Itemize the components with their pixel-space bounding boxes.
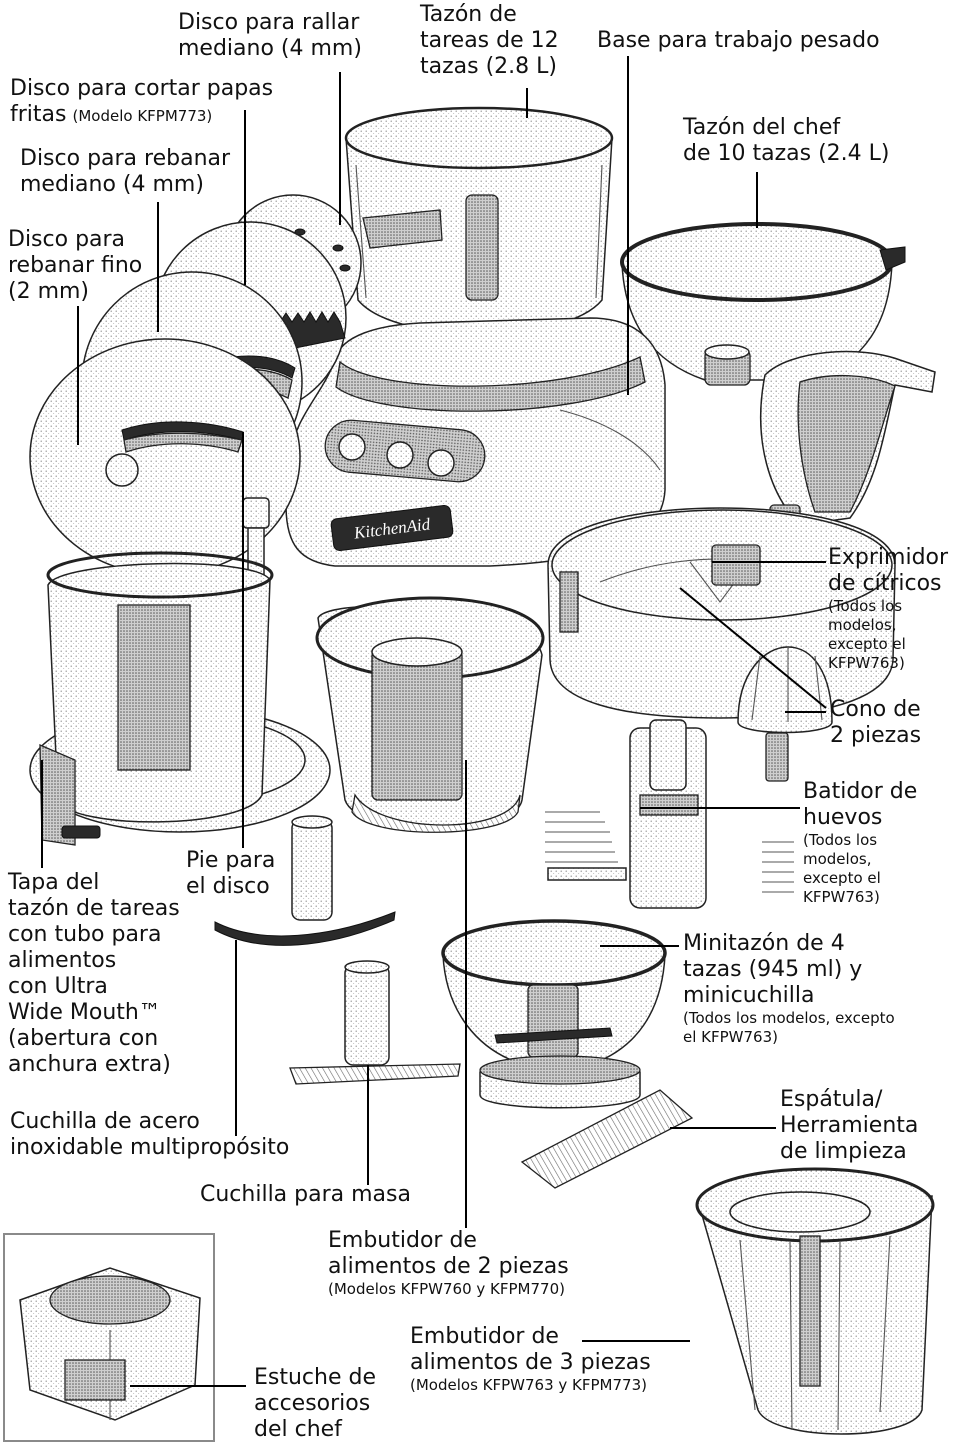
label-line: del chef: [254, 1417, 376, 1443]
dough-blade: [290, 961, 460, 1084]
label-disco-rebanar-mediano: Disco para rebanar mediano (4 mm): [20, 146, 230, 198]
label-note: KFPW763): [828, 654, 948, 673]
label-line: (abertura con: [8, 1026, 180, 1052]
label-line: con Ultra: [8, 974, 180, 1000]
label-note: (Todos los: [803, 831, 917, 850]
label-line: Embutidor de: [410, 1324, 651, 1350]
label-line: con tubo para: [8, 922, 180, 948]
label-exprimidor: Exprimidor de cítricos (Todos los modelo…: [828, 545, 948, 673]
label-line: Tazón de: [420, 2, 559, 28]
label-estuche: Estuche de accesorios del chef: [254, 1365, 376, 1443]
label-line: alimentos de 3 piezas: [410, 1350, 651, 1376]
chef-accessory-case: [4, 1234, 214, 1441]
label-embutidor-2: Embutidor de alimentos de 2 piezas (Mode…: [328, 1228, 569, 1299]
label-note: (Todos los: [828, 597, 948, 616]
knob-icon: [387, 442, 413, 468]
label-line: (2 mm): [8, 279, 142, 305]
egg-whip: [545, 720, 794, 908]
label-line: Wide Mouth™: [8, 1000, 180, 1026]
label-line: Cuchilla de acero: [10, 1109, 289, 1135]
label-line-text: fritas: [10, 102, 66, 127]
food-pusher-3-piece: [697, 1169, 933, 1434]
label-line: accesorios: [254, 1391, 376, 1417]
label-base: Base para trabajo pesado: [597, 28, 880, 54]
label-disco-papas: Disco para cortar papas fritas (Modelo KF…: [10, 76, 273, 128]
label-line: Estuche de: [254, 1365, 376, 1391]
label-line: Disco para rebanar: [20, 146, 230, 172]
label-line: huevos: [803, 805, 917, 831]
work-bowl-lid: [30, 553, 330, 845]
label-line: Base para trabajo pesado: [597, 28, 880, 54]
label-line: Espátula/: [780, 1087, 918, 1113]
label-line: inoxidable multipropósito: [10, 1135, 289, 1161]
label-cono: Cono de 2 piezas: [830, 697, 921, 749]
label-note: KFPW763): [803, 888, 917, 907]
label-note: (Modelos KFPW760 y KFPM770): [328, 1280, 569, 1299]
label-line: Disco para cortar papas: [10, 76, 273, 102]
label-cuchilla-acero: Cuchilla de acero inoxidable multipropós…: [10, 1109, 289, 1161]
label-line: alimentos: [8, 948, 180, 974]
label-line: 2 piezas: [830, 723, 921, 749]
label-minitazon: Minitazón de 4 tazas (945 ml) y minicuch…: [683, 931, 895, 1047]
juicer-cover: [761, 352, 935, 527]
label-line: mediano (4 mm): [20, 172, 230, 198]
label-line: Tazón del chef: [683, 115, 889, 141]
label-line: tazas (945 ml) y: [683, 957, 895, 983]
label-line: anchura extra): [8, 1052, 180, 1078]
label-line: Disco para: [8, 227, 142, 253]
label-espatula: Espátula/ Herramienta de limpieza: [780, 1087, 918, 1165]
food-pusher-2-piece: [317, 598, 543, 832]
label-line: Embutidor de: [328, 1228, 569, 1254]
label-line: tazón de tareas: [8, 896, 180, 922]
label-line: fritas (Modelo KFPM773): [10, 102, 273, 128]
mini-bowl-and-blade: [443, 921, 665, 1108]
label-line: de limpieza: [780, 1139, 918, 1165]
label-note: modelos,: [828, 616, 948, 635]
label-embutidor-3: Embutidor de alimentos de 3 piezas (Mode…: [410, 1324, 651, 1395]
label-pie-disco: Pie para el disco: [186, 848, 275, 900]
label-line: Herramienta: [780, 1113, 918, 1139]
label-tapa: Tapa del tazón de tareas con tubo para a…: [8, 870, 180, 1078]
label-line: el disco: [186, 874, 275, 900]
label-note: (Todos los modelos, excepto: [683, 1009, 895, 1028]
label-line: Pie para: [186, 848, 275, 874]
label-line: Disco para rallar: [178, 10, 362, 36]
knob-icon: [428, 450, 454, 476]
label-line: minicuchilla: [683, 983, 895, 1009]
label-line: Batidor de: [803, 779, 917, 805]
label-line: Cuchilla para masa: [200, 1182, 411, 1208]
label-line: de cítricos: [828, 571, 948, 597]
label-note: excepto el: [803, 869, 917, 888]
label-line: Cono de: [830, 697, 921, 723]
label-note: el KFPW763): [683, 1028, 895, 1047]
label-cuchilla-masa: Cuchilla para masa: [200, 1182, 411, 1208]
label-line: de 10 tazas (2.4 L): [683, 141, 889, 167]
label-note: modelos,: [803, 850, 917, 869]
label-line: tazas (2.8 L): [420, 54, 559, 80]
label-disco-rebanar-fino: Disco para rebanar fino (2 mm): [8, 227, 142, 305]
label-line: Minitazón de 4: [683, 931, 895, 957]
label-line: rebanar fino: [8, 253, 142, 279]
label-line: tareas de 12: [420, 28, 559, 54]
label-note: (Modelo KFPM773): [72, 107, 212, 125]
label-line: Exprimidor: [828, 545, 948, 571]
label-line: Tapa del: [8, 870, 180, 896]
label-line: alimentos de 2 piezas: [328, 1254, 569, 1280]
label-line: mediano (4 mm): [178, 36, 362, 62]
label-tazon-tareas: Tazón de tareas de 12 tazas (2.8 L): [420, 2, 559, 80]
label-note: excepto el: [828, 635, 948, 654]
label-batidor: Batidor de huevos (Todos los modelos, ex…: [803, 779, 917, 907]
label-note: (Modelos KFPW763 y KFPM773): [410, 1376, 651, 1395]
knob-icon: [339, 434, 365, 460]
label-tazon-chef: Tazón del chef de 10 tazas (2.4 L): [683, 115, 889, 167]
label-disco-rallar: Disco para rallar mediano (4 mm): [178, 10, 362, 62]
